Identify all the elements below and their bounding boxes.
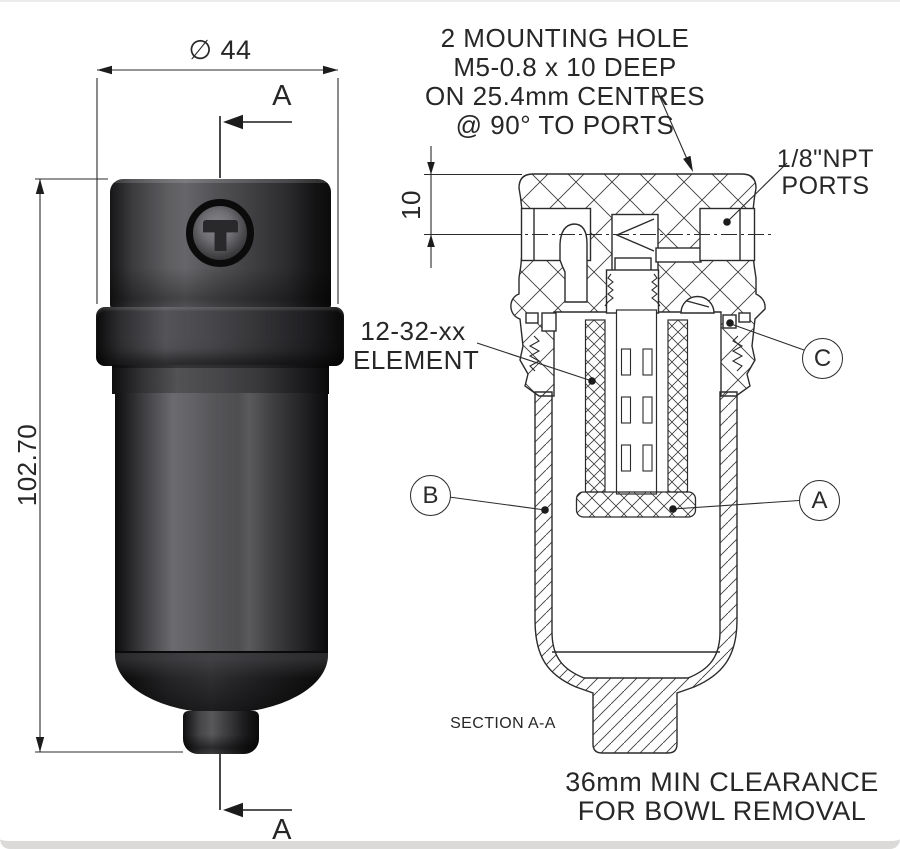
section-title: SECTION A-A	[450, 715, 556, 732]
mounting-note-line1: 2 MOUNTING HOLE	[440, 23, 690, 53]
callout-c: C	[802, 338, 843, 379]
npt-note-line1: 1/8"NPT	[776, 145, 875, 173]
bowl-bottom-render	[115, 651, 328, 713]
drain-render	[183, 711, 259, 754]
section-label-top: A	[272, 80, 292, 112]
element-note: 12-32-xx ELEMENT	[353, 316, 480, 375]
clearance-line1: 36mm MIN CLEARANCE	[565, 767, 879, 797]
clearance-note: 36mm MIN CLEARANCE FOR BOWL REMOVAL	[546, 768, 898, 826]
leader-lines	[448, 87, 805, 514]
neck-render	[112, 365, 329, 394]
mounting-note-line2: M5-0.8 x 10 DEEP	[453, 52, 677, 82]
seal-details	[525, 312, 751, 372]
mounting-note-line3: ON 25.4mm CENTRES	[424, 81, 706, 111]
clearance-line2: FOR BOWL REMOVAL	[577, 796, 867, 826]
dim-diameter-label: ∅ 44	[188, 35, 252, 65]
bowl-render	[115, 393, 328, 653]
npt-note-line2: PORTS	[781, 172, 870, 200]
center-passage	[611, 213, 702, 277]
left-port-cavity	[520, 207, 592, 303]
element-note-line1: 12-32-xx	[360, 316, 466, 346]
callout-b: B	[410, 475, 451, 516]
mounting-note-line4: @ 90° TO PORTS	[455, 110, 675, 140]
callout-a: A	[799, 480, 840, 521]
filter-element	[575, 309, 697, 518]
dim-height-label: 102.70	[11, 423, 42, 507]
dome-detail	[680, 295, 715, 314]
collar-ring-render	[96, 307, 344, 366]
right-port-cavity	[699, 207, 756, 262]
mounting-hole-note: 2 MOUNTING HOLE M5-0.8 x 10 DEEP ON 25.4…	[390, 24, 740, 140]
section-head	[505, 173, 772, 754]
section-label-bottom: A	[272, 814, 292, 846]
element-mount	[604, 257, 661, 314]
npt-ports-note: 1/8"NPT PORTS	[768, 146, 883, 200]
element-note-line2: ELEMENT	[353, 345, 480, 375]
section-bowl	[534, 391, 738, 754]
dim-port-depth-label: 10	[395, 190, 426, 220]
dimension-port-depth	[424, 146, 522, 268]
